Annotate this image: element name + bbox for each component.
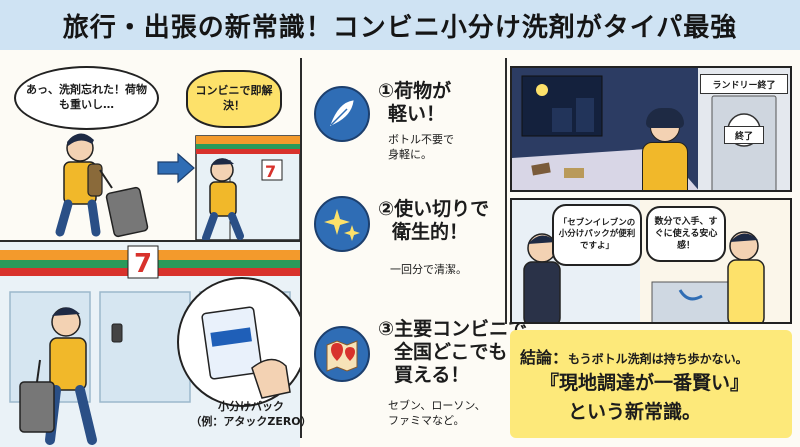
detergent-pack-icon bbox=[201, 306, 263, 380]
page-title: 旅行・出張の新常識！コンビニ小分け洗剤がタイパ最強 bbox=[62, 12, 738, 43]
happy-traveler-figure bbox=[202, 158, 244, 240]
woman-worried-figure bbox=[640, 108, 690, 190]
pack-caption-line1: 小分けパック bbox=[218, 400, 284, 413]
answer-bubble: コンビニで即解決！ bbox=[186, 70, 282, 128]
divider-left bbox=[300, 58, 302, 438]
feature-2-sub-line1: 一回分で清潔。 bbox=[390, 263, 467, 276]
feature-1-sub-line2: 身軽に。 bbox=[388, 148, 432, 162]
sparkle-icon bbox=[324, 209, 360, 241]
feature-3-title-line2: 全国どこでも bbox=[394, 340, 508, 363]
feature-1-sub-line1: ボトル不要で bbox=[388, 133, 454, 146]
feature-1-title-line2: 軽い！ bbox=[388, 102, 446, 125]
divider-scene bbox=[0, 240, 300, 242]
feature-2-number: ② bbox=[378, 198, 395, 220]
staff-speech-text: 「セブンイレブンの小分けパックが便利ですよ」 bbox=[558, 217, 636, 251]
conclusion-box bbox=[510, 330, 792, 438]
conclusion-line1: 結論：もうボトル洗剤は持ち歩かない。 bbox=[520, 344, 748, 368]
feather-icon bbox=[330, 100, 354, 127]
feature-3-sub-line1: セブン、ローソン、 bbox=[388, 399, 486, 412]
traveler-figure bbox=[55, 133, 103, 237]
svg-text:7: 7 bbox=[265, 162, 276, 181]
feature-1-number: ① bbox=[378, 80, 395, 102]
feature-2-sub: 一回分で清潔。 bbox=[390, 262, 467, 277]
feature-2-title: ②使い切りで 衛生的！ bbox=[378, 198, 489, 244]
map-pin-icon bbox=[326, 340, 358, 372]
divider-right bbox=[505, 58, 507, 324]
conclusion-line3-text: という新常識。 bbox=[568, 401, 702, 423]
feature-3-sub-line2: ファミマなど。 bbox=[388, 414, 465, 428]
feature-1-title-line1: 荷物が bbox=[394, 80, 452, 102]
svg-text:7: 7 bbox=[134, 249, 152, 279]
feature-3-title: ③主要コンビニで 全国どこでも 買える！ bbox=[378, 318, 527, 386]
staff-speech-bubble: 「セブンイレブンの小分けパックが便利ですよ」 bbox=[552, 204, 642, 266]
laundry-finished-sign-text: ランドリー終了 bbox=[712, 80, 776, 91]
conclusion-line3: という新常識。 bbox=[568, 397, 701, 424]
staff-panel: 「セブンイレブンの小分けパックが便利ですよ」 数分で入手、すぐに使える安心感！ bbox=[510, 198, 792, 324]
feature-3-title-line1: 主要コンビニで bbox=[394, 318, 528, 340]
feature-3-number: ③ bbox=[378, 318, 395, 340]
feature-3-title-line3: 買える！ bbox=[394, 363, 470, 386]
feature-1-sub: ボトル不要で 身軽に。 bbox=[388, 132, 454, 163]
laundry-finished-sign: ランドリー終了 bbox=[700, 74, 788, 94]
traveler-scene: 7 bbox=[55, 133, 300, 240]
door-sign: 終了 bbox=[724, 126, 764, 144]
suitcase-1 bbox=[99, 169, 149, 238]
feature-3-icon-circle bbox=[314, 326, 370, 382]
customer-speech-bubble: 数分で入手、すぐに使える安心感！ bbox=[646, 206, 726, 262]
answer-text: コンビニで即解決！ bbox=[195, 84, 273, 112]
hand-icon bbox=[251, 358, 291, 399]
feature-3-sub: セブン、ローソン、 ファミマなど。 bbox=[388, 398, 486, 429]
feature-1-title: ①荷物が 軽い！ bbox=[378, 80, 451, 126]
pack-caption: 小分けパック （例：アタックZERO） bbox=[186, 400, 316, 430]
conclusion-line2: 『現地調達が一番賢い』 bbox=[540, 368, 749, 395]
customer-figure bbox=[45, 307, 123, 445]
store-scene: 7 bbox=[0, 242, 300, 447]
arrow-right-icon bbox=[157, 152, 195, 184]
feature-2-title-line1: 使い切りで bbox=[394, 198, 490, 220]
title-bar: 旅行・出張の新常識！コンビニ小分け洗剤がタイパ最強 bbox=[0, 0, 800, 50]
feature-2-icon-circle bbox=[314, 196, 370, 252]
pack-caption-line2: （例：アタックZERO） bbox=[190, 414, 312, 428]
conclusion-label: 結論： bbox=[520, 348, 569, 367]
feature-1-icon-circle bbox=[314, 86, 370, 142]
door-sign-text: 終了 bbox=[734, 131, 753, 142]
suitcase-2 bbox=[19, 359, 55, 433]
laundry-panel: ランドリー終了 終了 bbox=[510, 66, 792, 192]
conclusion-line2-text: 『現地調達が一番賢い』 bbox=[540, 372, 750, 394]
customer-speech-text: 数分で入手、すぐに使える安心感！ bbox=[654, 216, 718, 252]
conclusion-line1-text: もうボトル洗剤は持ち歩かない。 bbox=[568, 352, 748, 366]
thought-text: あっ、洗剤忘れた！荷物も重いし… bbox=[26, 83, 147, 111]
thought-bubble: あっ、洗剤忘れた！荷物も重いし… bbox=[14, 66, 159, 130]
feature-2-title-line2: 衛生的！ bbox=[392, 220, 469, 243]
